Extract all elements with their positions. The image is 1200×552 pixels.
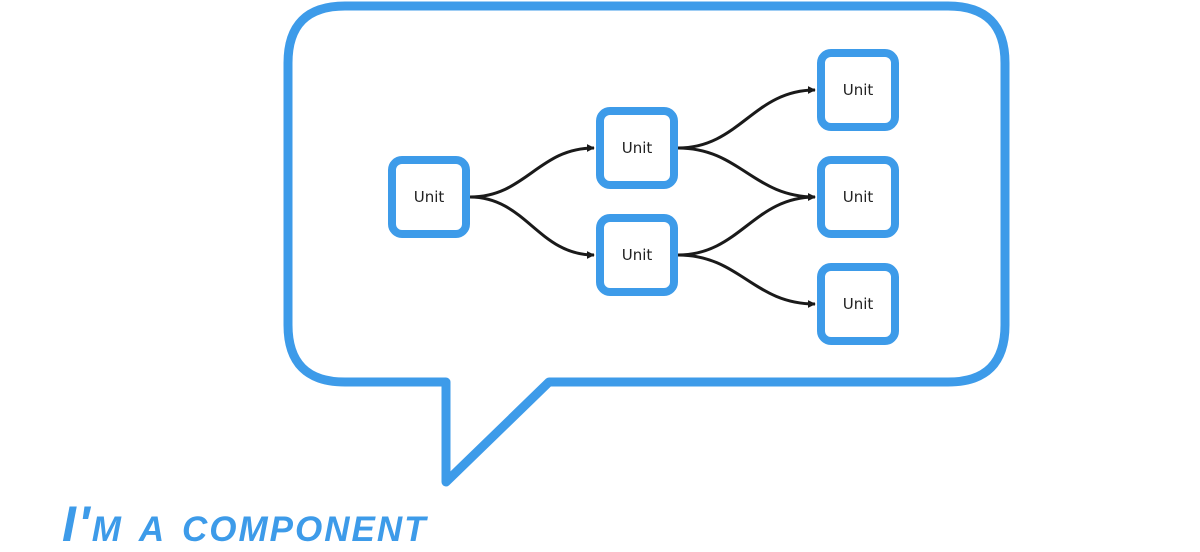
arrow-root-to-mid-bottom [469, 195, 595, 259]
unit-box [596, 107, 678, 189]
unit-box [817, 263, 899, 345]
unit-label: Unit [843, 81, 874, 99]
arrow-mid-top-to-leaf-middle [677, 146, 816, 201]
arrow-mid-bottom-to-leaf-middle [677, 193, 816, 257]
unit-box [596, 214, 678, 296]
unit-node-leaf-bottom: Unit [817, 263, 899, 345]
unit-node-leaf-top: Unit [817, 49, 899, 131]
unit-box [817, 156, 899, 238]
unit-label: Unit [843, 188, 874, 206]
component-caption: I'm a component [62, 496, 428, 552]
unit-label: Unit [414, 188, 445, 206]
unit-node-mid-top: Unit [596, 107, 678, 189]
unit-box [388, 156, 470, 238]
unit-label: Unit [843, 295, 874, 313]
arrow-mid-bottom-to-leaf-bottom [677, 253, 816, 308]
connector-layer [469, 86, 816, 308]
unit-node-mid-bottom: Unit [596, 214, 678, 296]
arrow-mid-top-to-leaf-top [677, 86, 816, 150]
unit-box [817, 49, 899, 131]
unit-label: Unit [622, 139, 653, 157]
unit-label: Unit [622, 246, 653, 264]
unit-node-leaf-middle: Unit [817, 156, 899, 238]
speech-bubble [283, 1, 1010, 487]
unit-node-root: Unit [388, 156, 470, 238]
arrow-root-to-mid-top [469, 144, 595, 199]
